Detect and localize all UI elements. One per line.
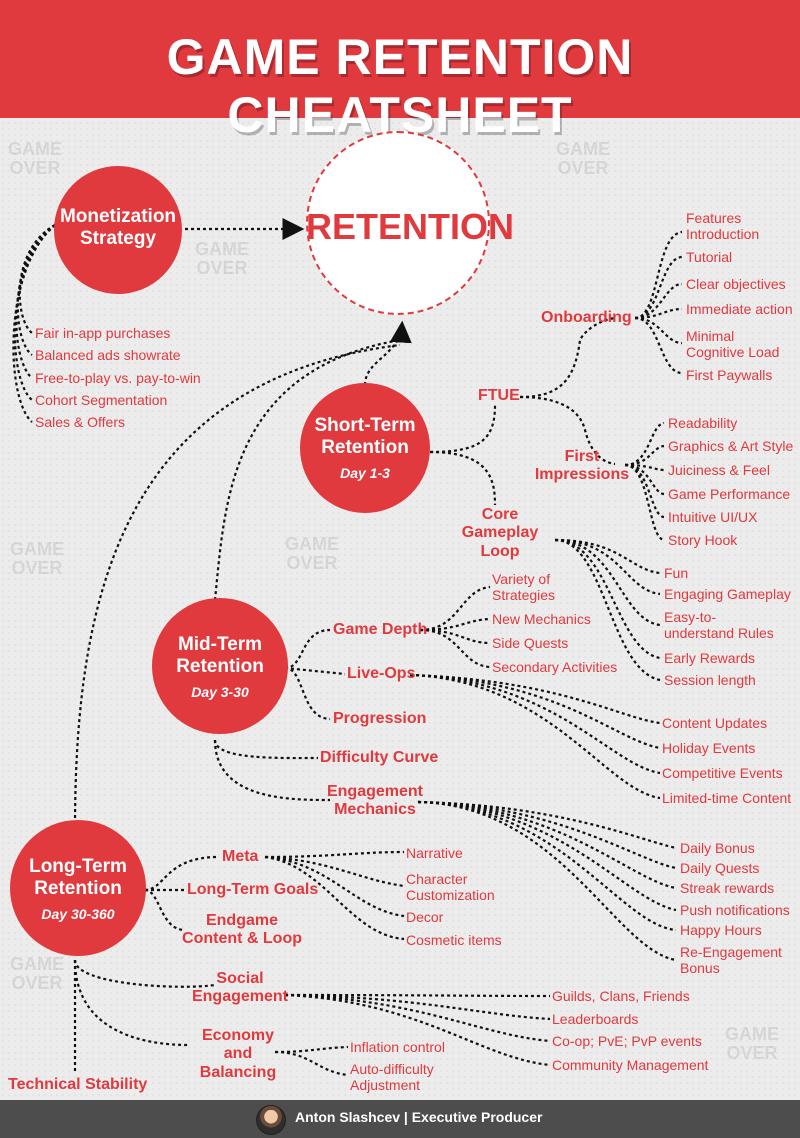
footer-bar [0, 1100, 800, 1138]
page-title: GAME RETENTION CHEATSHEET [166, 29, 634, 143]
monetization-item: Fair in-app purchases [35, 325, 171, 341]
core-loop-item: Easy-to- understand Rules [664, 609, 774, 642]
meta-item: Narrative [406, 845, 463, 861]
long-term-title: Long-Term Retention [29, 856, 127, 899]
social-item: Guilds, Clans, Friends [552, 988, 690, 1004]
endgame-label: Endgame Content & Loop [182, 912, 302, 948]
short-term-days: Day 1-3 [340, 464, 390, 481]
onboarding-item: Features Introduction [686, 210, 760, 243]
engagement-item: Happy Hours [680, 922, 762, 938]
engagement-item: Re-Engagement Bonus [680, 944, 782, 977]
onboarding-item: Clear objectives [686, 276, 786, 292]
monetization-circle: Monetization Strategy [54, 166, 182, 294]
engagement-item: Streak rewards [680, 880, 775, 896]
short-term-title: Short-Term Retention [314, 415, 416, 458]
live-ops-item: Content Updates [662, 715, 768, 731]
watermark-text: GAME OVER [10, 539, 64, 578]
core-loop-label: Core Gameplay Loop [461, 506, 539, 560]
first-impressions-item: Juiciness & Feel [668, 462, 770, 478]
long-term-circle: Long-Term Retention Day 30-360 [10, 820, 146, 956]
economy-label: Economy and Balancing [199, 1027, 277, 1081]
monetization-item: Sales & Offers [35, 414, 126, 430]
meta-item: Decor [406, 909, 444, 925]
onboarding-item: Minimal Cognitive Load [686, 328, 780, 361]
core-loop-item: Engaging Gameplay [664, 586, 791, 602]
social-engagement-label: Social Engagement [191, 970, 288, 1006]
engagement-item: Daily Bonus [680, 840, 755, 856]
onboarding-label: Onboarding [541, 309, 632, 326]
first-impressions-item: Game Performance [668, 486, 791, 502]
meta-item: Cosmetic items [406, 932, 502, 948]
progression-label: Progression [333, 710, 427, 727]
game-depth-item: Variety of Strategies [492, 571, 556, 604]
first-impressions-item: Graphics & Art Style [668, 438, 794, 454]
watermark-text: GAME OVER [195, 239, 249, 278]
game-depth-item: Secondary Activities [492, 659, 618, 675]
first-impressions-item: Intuitive UI/UX [668, 509, 758, 525]
retention-label: RETENTION [306, 206, 515, 247]
watermark-text: GAME OVER [10, 954, 64, 993]
social-item: Community Management [552, 1057, 709, 1073]
long-term-days: Day 30-360 [41, 905, 115, 922]
engagement-mechanics-label: Engagement Mechanics [326, 783, 423, 819]
core-loop-item: Session length [664, 672, 756, 688]
technical-stability-label: Technical Stability [8, 1076, 148, 1093]
monetization-title: Monetization Strategy [59, 206, 177, 249]
core-loop-item: Fun [664, 565, 689, 581]
live-ops-label: Live-Ops [347, 665, 416, 682]
author-avatar [256, 1105, 286, 1135]
social-item: Co-op; PvE; PvP events [552, 1033, 702, 1049]
mid-term-title: Mid-Term Retention [176, 634, 264, 677]
live-ops-item: Holiday Events [662, 740, 756, 756]
short-term-circle: Short-Term Retention Day 1-3 [300, 383, 430, 513]
onboarding-item: Immediate action [686, 301, 793, 317]
author-credit: Anton Slashcev | Executive Producer [295, 1109, 543, 1125]
onboarding-item: Tutorial [686, 249, 733, 265]
game-depth-item: Side Quests [492, 635, 569, 651]
difficulty-curve-label: Difficulty Curve [320, 749, 439, 766]
economy-item: Inflation control [350, 1039, 445, 1055]
mid-term-days: Day 3-30 [191, 683, 249, 700]
monetization-item: Balanced ads showrate [35, 347, 181, 363]
long-term-goals-label: Long-Term Goals [187, 881, 319, 898]
ftue-label: FTUE [478, 387, 520, 404]
first-impressions-item: Story Hook [668, 532, 738, 548]
game-depth-label: Game Depth [333, 621, 428, 638]
live-ops-item: Limited-time Content [662, 790, 792, 806]
monetization-item: Free-to-play vs. pay-to-win [35, 370, 201, 386]
watermark-text: GAME OVER [556, 139, 610, 178]
watermark-text: GAME OVER [725, 1024, 779, 1063]
long-term-to-retention [73, 343, 401, 831]
engagement-item: Push notifications [680, 902, 790, 918]
retention-circle [306, 131, 490, 315]
mid-term-circle: Mid-Term Retention Day 3-30 [152, 598, 288, 734]
meta-label: Meta [222, 848, 259, 865]
onboarding-item: First Paywalls [686, 367, 773, 383]
live-ops-item: Competitive Events [662, 765, 783, 781]
short-term-to-retention [363, 320, 412, 386]
engagement-item: Daily Quests [680, 860, 760, 876]
first-impressions-item: Readability [668, 415, 738, 431]
header-bar [0, 0, 800, 118]
social-item: Leaderboards [552, 1011, 639, 1027]
core-loop-item: Early Rewards [664, 650, 756, 666]
watermark-text: GAME OVER [285, 534, 339, 573]
meta-item: Character Customization [406, 871, 495, 904]
first-impressions-label: First Impressions [534, 448, 630, 484]
economy-item: Auto-difficulty Adjustment [350, 1061, 434, 1094]
watermark-text: GAME OVER [8, 139, 62, 178]
monetization-item: Cohort Segmentation [35, 392, 168, 408]
game-depth-item: New Mechanics [492, 611, 591, 627]
mid-term-to-retention [213, 338, 401, 601]
